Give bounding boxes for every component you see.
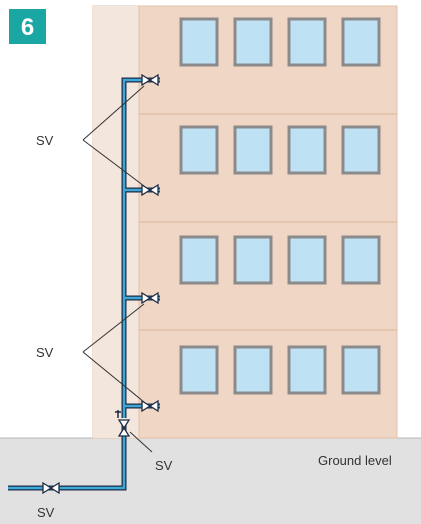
window [287,17,327,67]
badge-background [9,9,46,44]
isolation-valve-icon [117,419,131,437]
isolation-valve-icon [42,481,60,495]
window [179,17,219,67]
window [341,17,381,67]
window [287,125,327,175]
window [179,125,219,175]
ground [0,438,421,524]
valves [42,73,159,495]
sv-label-upper: SV [36,133,54,148]
window [341,345,381,395]
check-valve-icon [115,410,121,418]
window [341,125,381,175]
badge-number: 6 [21,14,34,41]
window [287,235,327,285]
leader-lines [82,85,153,453]
window [287,345,327,395]
sv-label-lower: SV [36,345,54,360]
window [179,345,219,395]
sv-label-base: SV [155,458,173,473]
window [233,125,273,175]
figure-badge: 6 [9,9,46,44]
stairwell-stripe [93,6,139,438]
window [233,345,273,395]
sv-label-ground: SV [37,505,55,520]
isolation-valve-icon [141,183,159,197]
window [341,235,381,285]
windows [179,17,381,395]
ground-level-label: Ground level [318,453,392,468]
window [233,17,273,67]
isolation-valve-icon [141,73,159,87]
window [179,235,219,285]
isolation-valve-icon [141,399,159,413]
window [233,235,273,285]
isolation-valve-icon [141,291,159,305]
